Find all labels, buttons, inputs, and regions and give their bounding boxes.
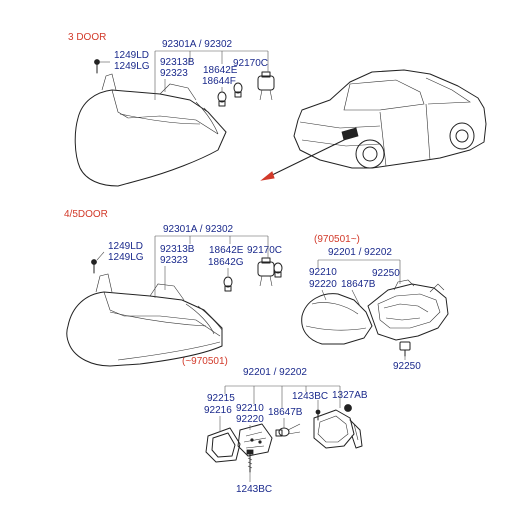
headlamp-assembly-from-970501 xyxy=(301,279,449,345)
vehicle-location-illustration xyxy=(293,69,487,169)
part-label-92323-3-door: 92323 xyxy=(160,68,188,79)
part-label-92201-92202-until-970501: 92201 / 92202 xyxy=(243,367,307,378)
grommet-1327ab xyxy=(344,404,352,412)
part-label-92210-from-970501: 92210 xyxy=(309,267,337,278)
part-label-92216-until-970501: 92216 xyxy=(204,405,232,416)
part-label-1243bc-top-until-970501: 1243BC xyxy=(292,391,328,402)
part-label-18642g-4-5-door: 18642G xyxy=(208,257,244,268)
section-label-until-970501: (~970501) xyxy=(182,356,228,367)
section-label-from-970501: (970501~) xyxy=(314,234,360,245)
housing-92210-until-970501 xyxy=(313,409,363,449)
section-label-3-door: 3 DOOR xyxy=(68,32,106,43)
part-label-92250-bottom-from-970501: 92250 xyxy=(393,361,421,372)
location-arrow xyxy=(260,139,345,181)
part-label-92215-until-970501: 92215 xyxy=(207,393,235,404)
socket-92170c-3-door xyxy=(257,71,275,101)
headlamp-assembly-3-door xyxy=(74,73,227,187)
bulb-18647b-until-970501 xyxy=(275,423,301,437)
gasket-92216 xyxy=(205,427,241,463)
screw-1249ld-3-door xyxy=(94,59,100,74)
part-label-92250-top-from-970501: 92250 xyxy=(372,268,400,279)
part-label-18642e-3-door: 18642E xyxy=(203,65,238,76)
part-label-1249lg-4-5-door: 1249LG xyxy=(108,252,144,263)
leader-lines-until-970501 xyxy=(219,385,341,482)
lens-92220 xyxy=(237,423,273,457)
leader-lines-3-door xyxy=(100,50,269,100)
screw-1249ld-4-5-door xyxy=(91,259,97,274)
part-label-1249ld-4-5-door: 1249LD xyxy=(108,241,143,252)
bolt-1243bc-bottom xyxy=(246,449,254,473)
section-label-4-5-door: 4/5DOOR xyxy=(64,209,108,220)
part-label-92170c-3-door: 92170C xyxy=(233,58,268,69)
part-label-92313b-4-5-door: 92313B xyxy=(160,244,195,255)
bolt-1243bc-top xyxy=(315,409,321,421)
part-label-92301a-92302-3-door: 92301A / 92302 xyxy=(162,39,233,50)
part-label-1249ld-3-door: 1249LD xyxy=(114,50,149,61)
socket-92170c-4-5-door xyxy=(257,257,275,287)
part-label-92220-from-970501: 92220 xyxy=(309,279,337,290)
part-label-92313b-3-door: 92313B xyxy=(160,57,195,68)
part-label-18647b-from-970501: 18647B xyxy=(341,279,376,290)
part-label-92323-4-5-door: 92323 xyxy=(160,255,188,266)
headlamp-assembly-4-5-door xyxy=(66,273,223,367)
part-label-18642e-4-5-door: 18642E xyxy=(209,245,244,256)
bulb-18642e-3-door xyxy=(233,82,243,98)
bulb-18642e-4-5-door xyxy=(273,262,283,278)
part-label-18647b-until-970501: 18647B xyxy=(268,407,303,418)
part-label-92220-until-970501: 92220 xyxy=(236,414,264,425)
bulb-18642g-4-5-door xyxy=(223,276,233,292)
part-label-1249lg-3-door: 1249LG xyxy=(114,61,150,72)
leader-lines-from-970501 xyxy=(317,259,406,360)
part-label-18644f-3-door: 18644F xyxy=(202,76,236,87)
leader-lines-4-5-door xyxy=(96,235,269,298)
part-label-1243bc-bottom-until-970501: 1243BC xyxy=(236,484,272,495)
part-label-1327ab-until-970501: 1327AB xyxy=(332,390,368,401)
adjuster-92250-from-970501 xyxy=(399,341,411,357)
part-label-92170c-4-5-door: 92170C xyxy=(247,245,282,256)
part-label-92301a-92302-4-5-door: 92301A / 92302 xyxy=(163,224,234,235)
bulb-18644f-3-door xyxy=(217,91,227,107)
part-label-92201-92202-from-970501: 92201 / 92202 xyxy=(328,247,392,258)
part-label-92210-until-970501: 92210 xyxy=(236,403,264,414)
